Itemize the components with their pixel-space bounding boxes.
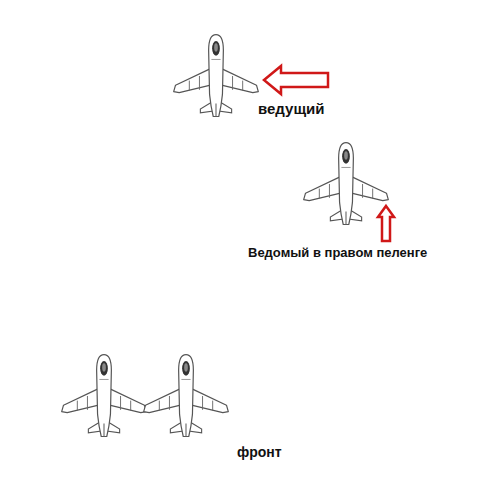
front-jet-left — [62, 355, 147, 437]
leader-jet — [174, 35, 259, 117]
front-jet-right — [144, 355, 229, 437]
wingman-jet — [304, 143, 389, 225]
caption-label: ведущий — [258, 100, 325, 117]
caption-label: Ведомый в правом пеленге — [248, 245, 427, 260]
pointer-arrow — [378, 206, 394, 241]
pointer-arrow — [264, 66, 328, 94]
caption-label: фронт — [237, 444, 282, 460]
